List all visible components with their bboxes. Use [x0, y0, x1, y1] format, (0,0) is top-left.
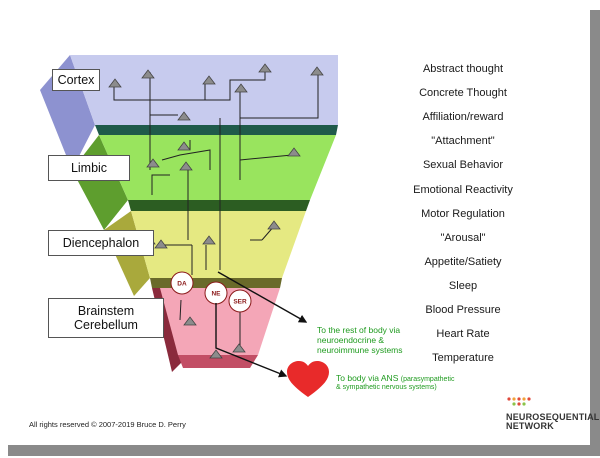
da-label: DA: [177, 281, 187, 288]
limbic-front-face: [99, 135, 336, 200]
ser-neuron: SER: [228, 289, 252, 313]
neurosequential-logo: NEUROSEQUENTIAL NETWORK: [506, 395, 599, 432]
arrow-to-heart: [215, 303, 288, 378]
arrow-to-body-systems: [217, 271, 308, 323]
function-item: Heart Rate: [436, 328, 490, 341]
ne-neuron: NE: [204, 281, 228, 305]
function-item: Motor Regulation: [421, 207, 505, 220]
cortex-front-face: [70, 55, 338, 125]
body-systems-note: To the rest of body via neuroendocrine &…: [317, 325, 403, 356]
function-item: Blood Pressure: [425, 304, 501, 316]
diencephalon-label: Diencephalon: [48, 230, 154, 256]
function-item: Sexual Behavior: [422, 159, 504, 172]
function-item: Affiliation/reward: [422, 111, 504, 124]
function-item: Sleep: [448, 279, 478, 292]
function-item: Appetite/Satiety: [424, 255, 502, 268]
limbic-label: Limbic: [48, 155, 130, 181]
function-item: Concrete Thought: [419, 87, 507, 100]
function-item: Temperature: [432, 352, 494, 365]
diencephalon-front-face: [131, 211, 306, 278]
cortex-label: Cortex: [52, 69, 100, 91]
ne-label: NE: [211, 291, 221, 298]
limbic-band: [128, 200, 310, 211]
ser-label: SER: [233, 299, 247, 306]
function-item: "Arousal": [440, 231, 486, 244]
logo-dots-icon: [507, 397, 531, 406]
function-item: Emotional Reactivity: [413, 183, 513, 196]
brainstem-bottom-face: [178, 355, 258, 368]
heart-icon: [287, 361, 329, 397]
cortex-band: [95, 125, 338, 135]
copyright-text: All rights reserved © 2007-2019 Bruce D.…: [29, 420, 186, 429]
function-item: "Attachment": [431, 135, 495, 148]
brainstem-cerebellum-label: Brainstem Cerebellum: [48, 298, 164, 338]
slide: DA NE SER Cortex Limbic Dien: [29, 55, 600, 432]
neuron-bodies: [108, 63, 324, 359]
function-item: Abstract thought: [422, 63, 504, 75]
ans-note: To body via ANS (parasympathetic & sympa…: [336, 373, 455, 392]
da-neuron: DA: [170, 271, 194, 295]
brain-hierarchy-diagram: DA NE SER: [40, 55, 338, 397]
